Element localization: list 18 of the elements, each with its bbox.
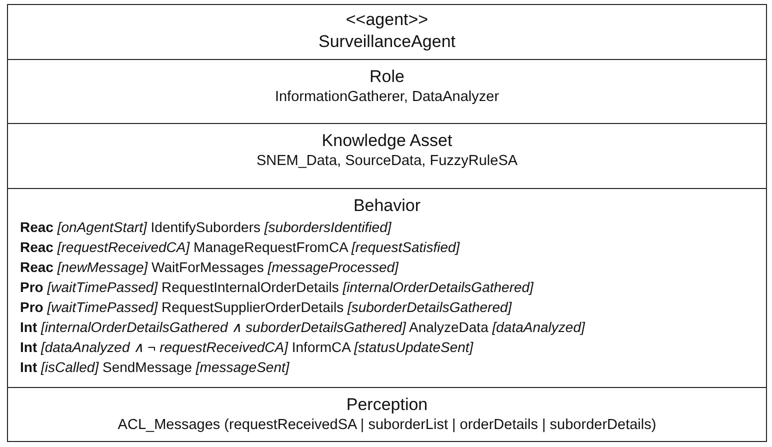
behavior-rule: Reac [requestReceivedCA] ManageRequestFromCA [requestSatisfied] [19,238,461,257]
behavior-rule: Pro [waitTimePassed] RequestInternalOrderDetails [internalOrderDetailsGathered] [19,278,535,297]
behavior-rule: Pro [waitTimePassed] RequestSupplierOrderDetails [suborderDetailsGathered] [19,298,513,317]
compartment-text: InformationGatherer, DataAnalyzer [274,88,500,107]
behavior-rule: Int [internalOrderDetailsGathered ∧ suborderDetailsGathered] AnalyzeData [dataAnalyzed] [19,318,586,337]
compartment-text: SNEM_Data, SourceData, FuzzyRuleSA [255,152,519,171]
behavior-rule: Int [dataAnalyzed ∧ ¬ requestReceivedCA] InformCA [statusUpdateSent] [19,338,474,357]
compartment-heading: Perception [345,394,429,416]
agent-name: SurveillanceAgent [317,31,457,53]
stereotype-label: <<agent>> [344,9,430,31]
agent-class-box [7,4,767,442]
compartment-heading: Behavior [352,195,422,217]
compartment-text: ACL_Messages (requestReceivedSA | suborderList | orderDetails | suborderDetails) [116,416,658,435]
behavior-rule: Reac [onAgentStart] IdentifySuborders [subordersIdentified] [19,218,392,237]
compartment-heading: Knowledge Asset [320,130,454,152]
behavior-rule: Reac [newMessage] WaitForMessages [messageProcessed] [19,258,400,277]
behavior-rule: Int [isCalled] SendMessage [messageSent] [19,358,290,377]
compartment-heading: Role [368,66,406,88]
